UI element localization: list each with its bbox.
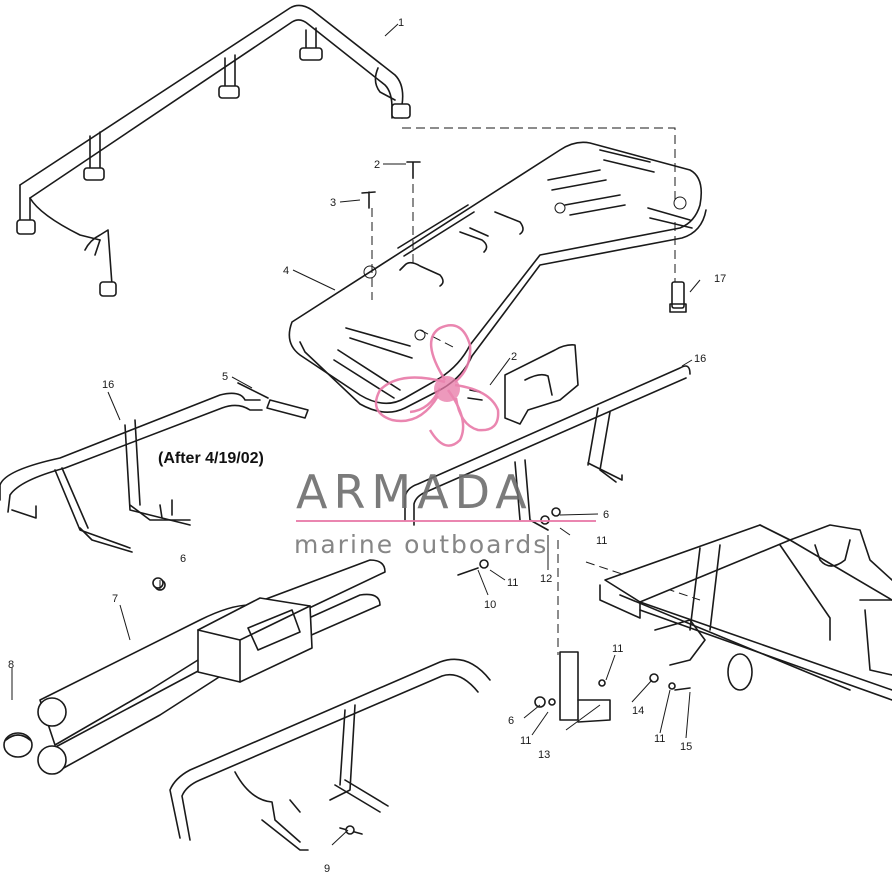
rear-rack-rail: [16, 4, 411, 297]
callout-6-left: 6: [180, 553, 186, 565]
front-bar-16-right: [404, 365, 691, 531]
callout-11-a: 11: [596, 535, 607, 547]
watermark-brand: ARMADA: [296, 465, 533, 519]
screw-2: [406, 161, 421, 179]
end-cap-8: [3, 732, 33, 758]
callout-7: 7: [112, 593, 118, 605]
callout-4: 4: [283, 265, 289, 277]
callout-9: 9: [324, 863, 330, 874]
callout-16-left: 16: [102, 379, 114, 391]
bolt-17: [669, 281, 687, 313]
callout-2-mid: 2: [511, 351, 517, 363]
callout-15: 15: [680, 741, 692, 753]
callout-12: 12: [540, 573, 552, 585]
callout-3: 3: [330, 197, 336, 209]
screw-3: [361, 191, 376, 209]
callout-leaders: [11, 23, 701, 846]
callout-11-d: 11: [520, 735, 531, 747]
assembly-leader-lines: [371, 127, 701, 655]
callout-13: 13: [538, 749, 550, 761]
callout-17: 17: [714, 273, 726, 285]
callout-6-right: 6: [603, 509, 609, 521]
mount-bracket: [467, 344, 579, 425]
frame: [559, 524, 892, 723]
callout-14: 14: [632, 705, 644, 717]
watermark-divider: [296, 520, 596, 522]
callout-11-e: 11: [654, 733, 665, 745]
lower-bar-9: [169, 658, 491, 851]
callout-6-bottom: 6: [508, 715, 514, 727]
callout-10: 10: [484, 599, 496, 611]
front-rack-16-left: [0, 392, 263, 553]
callout-16-right: 16: [694, 353, 706, 365]
revision-note: (After 4/19/02): [158, 450, 264, 467]
callout-2-top: 2: [374, 159, 380, 171]
hardware: [152, 507, 691, 835]
rack-plate: [288, 141, 707, 413]
callout-1: 1: [398, 17, 404, 29]
strip-5: [237, 382, 309, 419]
callout-5: 5: [222, 371, 228, 383]
callout-11-c: 11: [612, 643, 623, 655]
bumper-tube-7: [37, 559, 386, 775]
armada-watermark: ARMADA marine outboards: [294, 324, 596, 559]
watermark-tagline: marine outboards: [294, 530, 548, 559]
watermark-logo-dot: [434, 376, 460, 402]
callouts: 1 2 3 4 17 2 16 5 16 6 11 6 11 12 7 10 1…: [8, 17, 726, 874]
callout-11-b: 11: [507, 577, 518, 589]
callout-8: 8: [8, 659, 14, 671]
